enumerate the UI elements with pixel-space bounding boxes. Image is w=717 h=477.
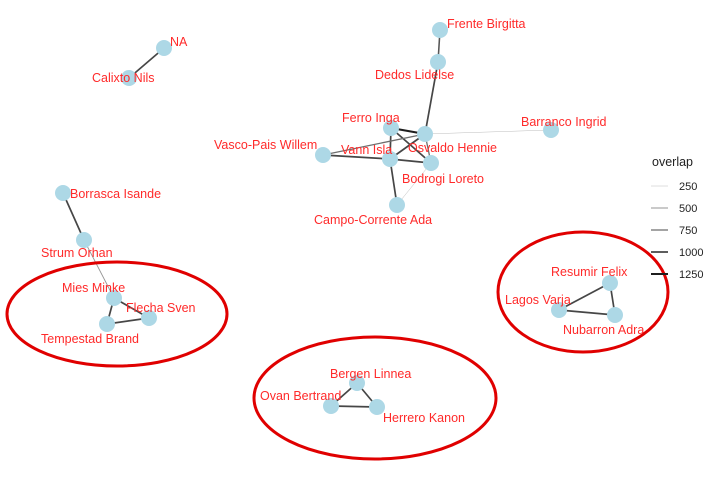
legend-label-1250: 1250 [679,269,703,281]
node-strum[interactable] [76,232,92,248]
node-label-campo: Campo-Corrente Ada [314,213,432,227]
node-label-dedos: Dedos Lidelse [375,68,454,82]
node-label-bergen: Bergen Linnea [330,367,411,381]
edge-resumir-lagos [558,282,611,311]
highlight-circle-3 [496,230,670,354]
node-tempestad[interactable] [99,316,115,332]
node-label-tempestad: Tempestad Brand [41,332,139,346]
nodes-layer [55,22,623,415]
node-campo[interactable] [389,197,405,213]
node-frente[interactable] [432,22,448,38]
node-label-herrero: Herrero Kanon [383,411,465,425]
highlight-circle-2 [252,335,498,461]
node-label-ovan: Ovan Bertrand [260,389,341,403]
node-ferro[interactable] [383,120,399,136]
node-label-resumir: Resumir Felix [551,265,628,279]
node-label-mies: Mies Minke [62,281,125,295]
legend-label-250: 250 [679,181,697,193]
legend-title: overlap [652,155,693,169]
edge-vasco-osvaldo [322,133,426,156]
node-nubarron[interactable] [607,307,623,323]
node-vasco[interactable] [315,147,331,163]
edge-vasco-vann [322,154,391,160]
node-flecha[interactable] [141,310,157,326]
node-label-borrasca: Borrasca Isande [70,187,161,201]
legend-items: 250 500 750 1000 1250 [651,181,703,281]
node-label-vasco: Vasco-Pais Willem [214,138,317,152]
node-calixto[interactable] [121,70,137,86]
legend-label-1000: 1000 [679,247,703,259]
node-barranco[interactable] [543,122,559,138]
edge-bodrogi-campo [396,162,432,206]
node-label-lagos: Lagos Varja [505,293,571,307]
edge-strum-mies [83,239,115,299]
node-lagos[interactable] [551,302,567,318]
edge-dedos-osvaldo [424,61,439,135]
node-bergen[interactable] [349,375,365,391]
legend-label-500: 500 [679,203,697,215]
legend-label-750: 750 [679,225,697,237]
node-label-barranco: Barranco Ingrid [521,115,607,129]
node-label-osvaldo: Osvaldo Hennie [408,141,497,155]
node-mies[interactable] [106,290,122,306]
node-label-ferro: Ferro Inga [342,111,400,125]
node-label-bodrogi: Bodrogi Loreto [402,172,484,186]
edge-osvaldo-barranco [424,129,552,135]
node-dedos[interactable] [430,54,446,70]
highlight-circles-layer [5,230,670,461]
node-label-flecha: Flecha Sven [126,301,196,315]
node-label-nubarron: Nubarron Adra [563,323,644,337]
edge-borrasca-strum [62,192,85,241]
node-na[interactable] [156,40,172,56]
node-herrero[interactable] [369,399,385,415]
node-label-strum: Strum Orhan [41,246,113,260]
node-label-calixto: Calixto Nils [92,71,155,85]
node-borrasca[interactable] [55,185,71,201]
node-resumir[interactable] [602,275,618,291]
edge-ferro-bodrogi [390,127,432,164]
node-label-vann: Vann Isla [341,143,392,157]
node-bodrogi[interactable] [423,155,439,171]
node-label-na: NA [170,35,188,49]
node-label-frente: Frente Birgitta [447,17,526,31]
node-osvaldo[interactable] [417,126,433,142]
highlight-circle-1 [5,260,229,368]
node-vann[interactable] [382,151,398,167]
legend: overlap 250 500 750 1000 1250 [651,155,703,281]
node-ovan[interactable] [323,398,339,414]
edge-lagos-nubarron [558,309,616,316]
